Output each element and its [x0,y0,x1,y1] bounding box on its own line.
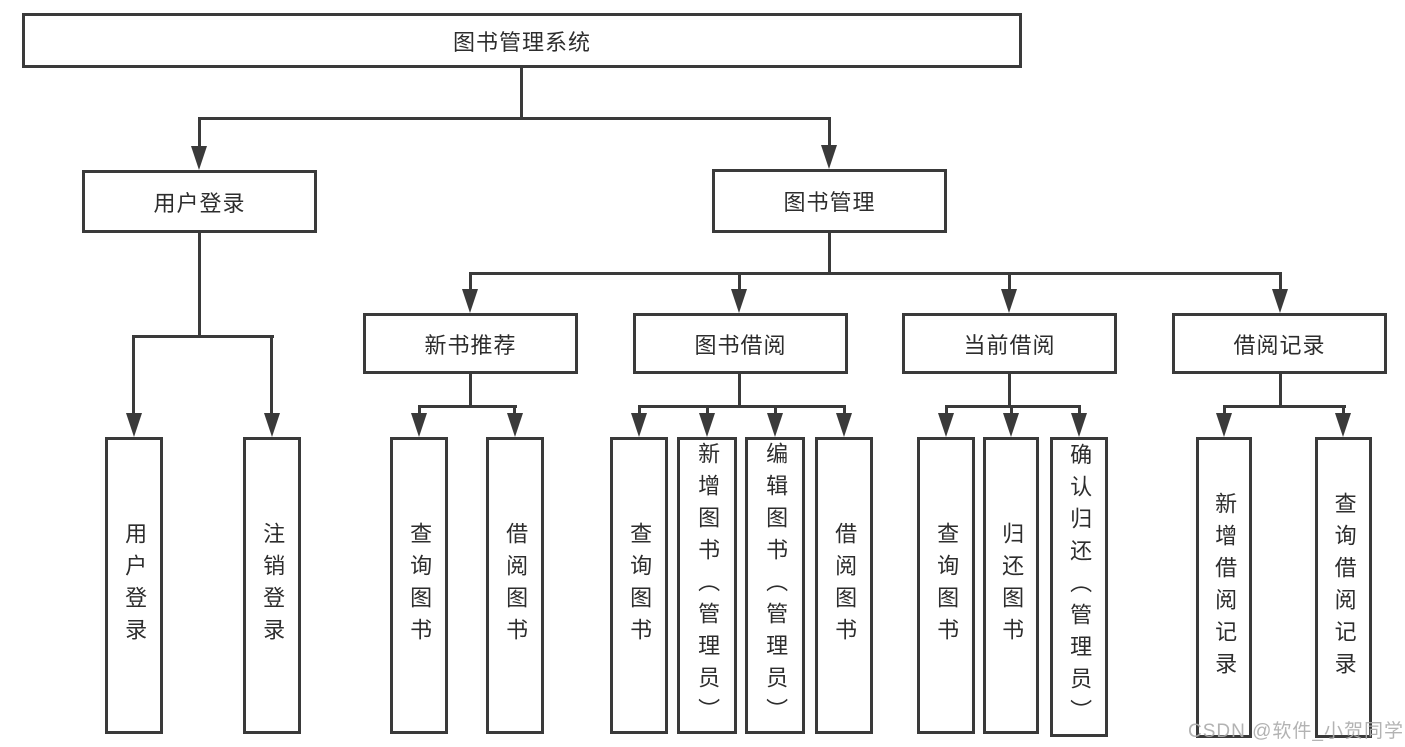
arrowhead-book-borrowing [731,289,747,313]
arrowhead-leaf [1071,413,1087,437]
node-leaf-edit-books-admin: 编辑图书（管理员） [745,437,805,734]
connector-book-borrowing-rail [638,405,846,408]
node-leaf-query-books-3: 查询图书 [917,437,975,734]
arrowhead-current-borrowing [1001,289,1017,313]
arrowhead-leaf [836,413,852,437]
connector-drop [513,405,516,417]
arrowhead-leaf [1003,413,1019,437]
node-library-management-system: 图书管理系统 [22,13,1022,68]
connector-book-borrowing-stem [738,374,741,407]
arrowhead-leaf [938,413,954,437]
node-label: 查询图书 [934,521,960,650]
node-label: 查询图书 [627,521,653,650]
connector-drop-current-borrowing [1008,272,1011,292]
arrowhead-borrowing-records [1272,289,1288,313]
connector-drop [1010,405,1013,417]
node-label: 用户登录 [122,521,148,650]
connector-drop [638,405,641,417]
node-label: 编辑图书（管理员） [763,441,789,730]
node-leaf-add-borrow-record: 新增借阅记录 [1196,437,1252,738]
connector-new-book-rail [418,405,517,408]
arrowhead-leaf [1216,413,1232,437]
node-leaf-confirm-return-admin: 确认归还（管理员） [1050,437,1108,737]
node-label: 归还图书 [999,521,1025,650]
connector-drop-book-borrowing [738,272,741,292]
arrowhead-leaf [699,413,715,437]
arrowhead-leaf-logout [264,413,280,437]
connector-user-login-rail [133,335,274,338]
connector-drop-book-management [828,117,831,149]
connector-drop [706,405,709,417]
connector-level2-rail [469,272,1282,275]
connector-book-management-stem [828,233,831,274]
node-leaf-borrow-books-1: 借阅图书 [486,437,544,734]
node-user-login: 用户登录 [82,170,317,233]
arrowhead-new-book [462,289,478,313]
connector-drop-new-book [469,272,472,292]
arrowhead-leaf-user-login [126,413,142,437]
node-leaf-logout: 注销登录 [243,437,301,734]
node-leaf-query-borrow-record: 查询借阅记录 [1315,437,1372,738]
arrowhead-leaf [411,413,427,437]
arrowhead-book-management [821,145,837,169]
connector-drop-leaf-user-login [132,335,135,415]
connector-drop-leaf-logout [270,335,273,415]
node-label: 借阅图书 [832,521,858,650]
connector-drop [945,405,948,417]
node-label: 查询借阅记录 [1331,491,1357,684]
connector-borrowing-records-stem [1279,374,1282,407]
connector-root-stem [520,67,523,119]
arrowhead-leaf [631,413,647,437]
connector-current-borrowing-rail [945,405,1081,408]
node-book-management: 图书管理 [712,169,947,233]
node-label: 新增借阅记录 [1212,491,1238,684]
node-book-borrowing: 图书借阅 [633,313,848,374]
node-label: 确认归还（管理员） [1067,443,1093,731]
csdn-watermark: CSDN @软件_小贺同学 [1188,721,1404,742]
node-label: 新增图书（管理员） [695,441,721,730]
connector-drop [843,405,846,417]
connector-drop [1342,405,1345,417]
node-leaf-query-books-2: 查询图书 [610,437,668,734]
node-leaf-user-login: 用户登录 [105,437,163,734]
connector-drop-user-login [198,117,201,149]
connector-drop-borrowing-records [1279,272,1282,292]
connector-borrowing-records-rail [1223,405,1346,408]
node-leaf-query-books-1: 查询图书 [390,437,448,734]
arrowhead-leaf [507,413,523,437]
node-new-book-recommendation: 新书推荐 [363,313,578,374]
node-leaf-return-books: 归还图书 [983,437,1039,734]
node-leaf-add-books-admin: 新增图书（管理员） [677,437,737,734]
node-leaf-borrow-books-2: 借阅图书 [815,437,873,734]
connector-level1-rail [198,117,831,120]
arrowhead-leaf [1335,413,1351,437]
connector-new-book-stem [469,374,472,407]
node-label: 借阅图书 [503,521,529,650]
connector-drop [418,405,421,417]
arrowhead-leaf [767,413,783,437]
connector-current-borrowing-stem [1008,374,1011,407]
connector-user-login-stem [198,233,201,337]
connector-drop [1078,405,1081,417]
node-borrowing-records: 借阅记录 [1172,313,1387,374]
connector-drop [1223,405,1226,417]
arrowhead-user-login [191,146,207,170]
node-current-borrowing: 当前借阅 [902,313,1117,374]
node-label: 注销登录 [260,521,286,650]
connector-drop [774,405,777,417]
node-label: 查询图书 [407,521,433,650]
